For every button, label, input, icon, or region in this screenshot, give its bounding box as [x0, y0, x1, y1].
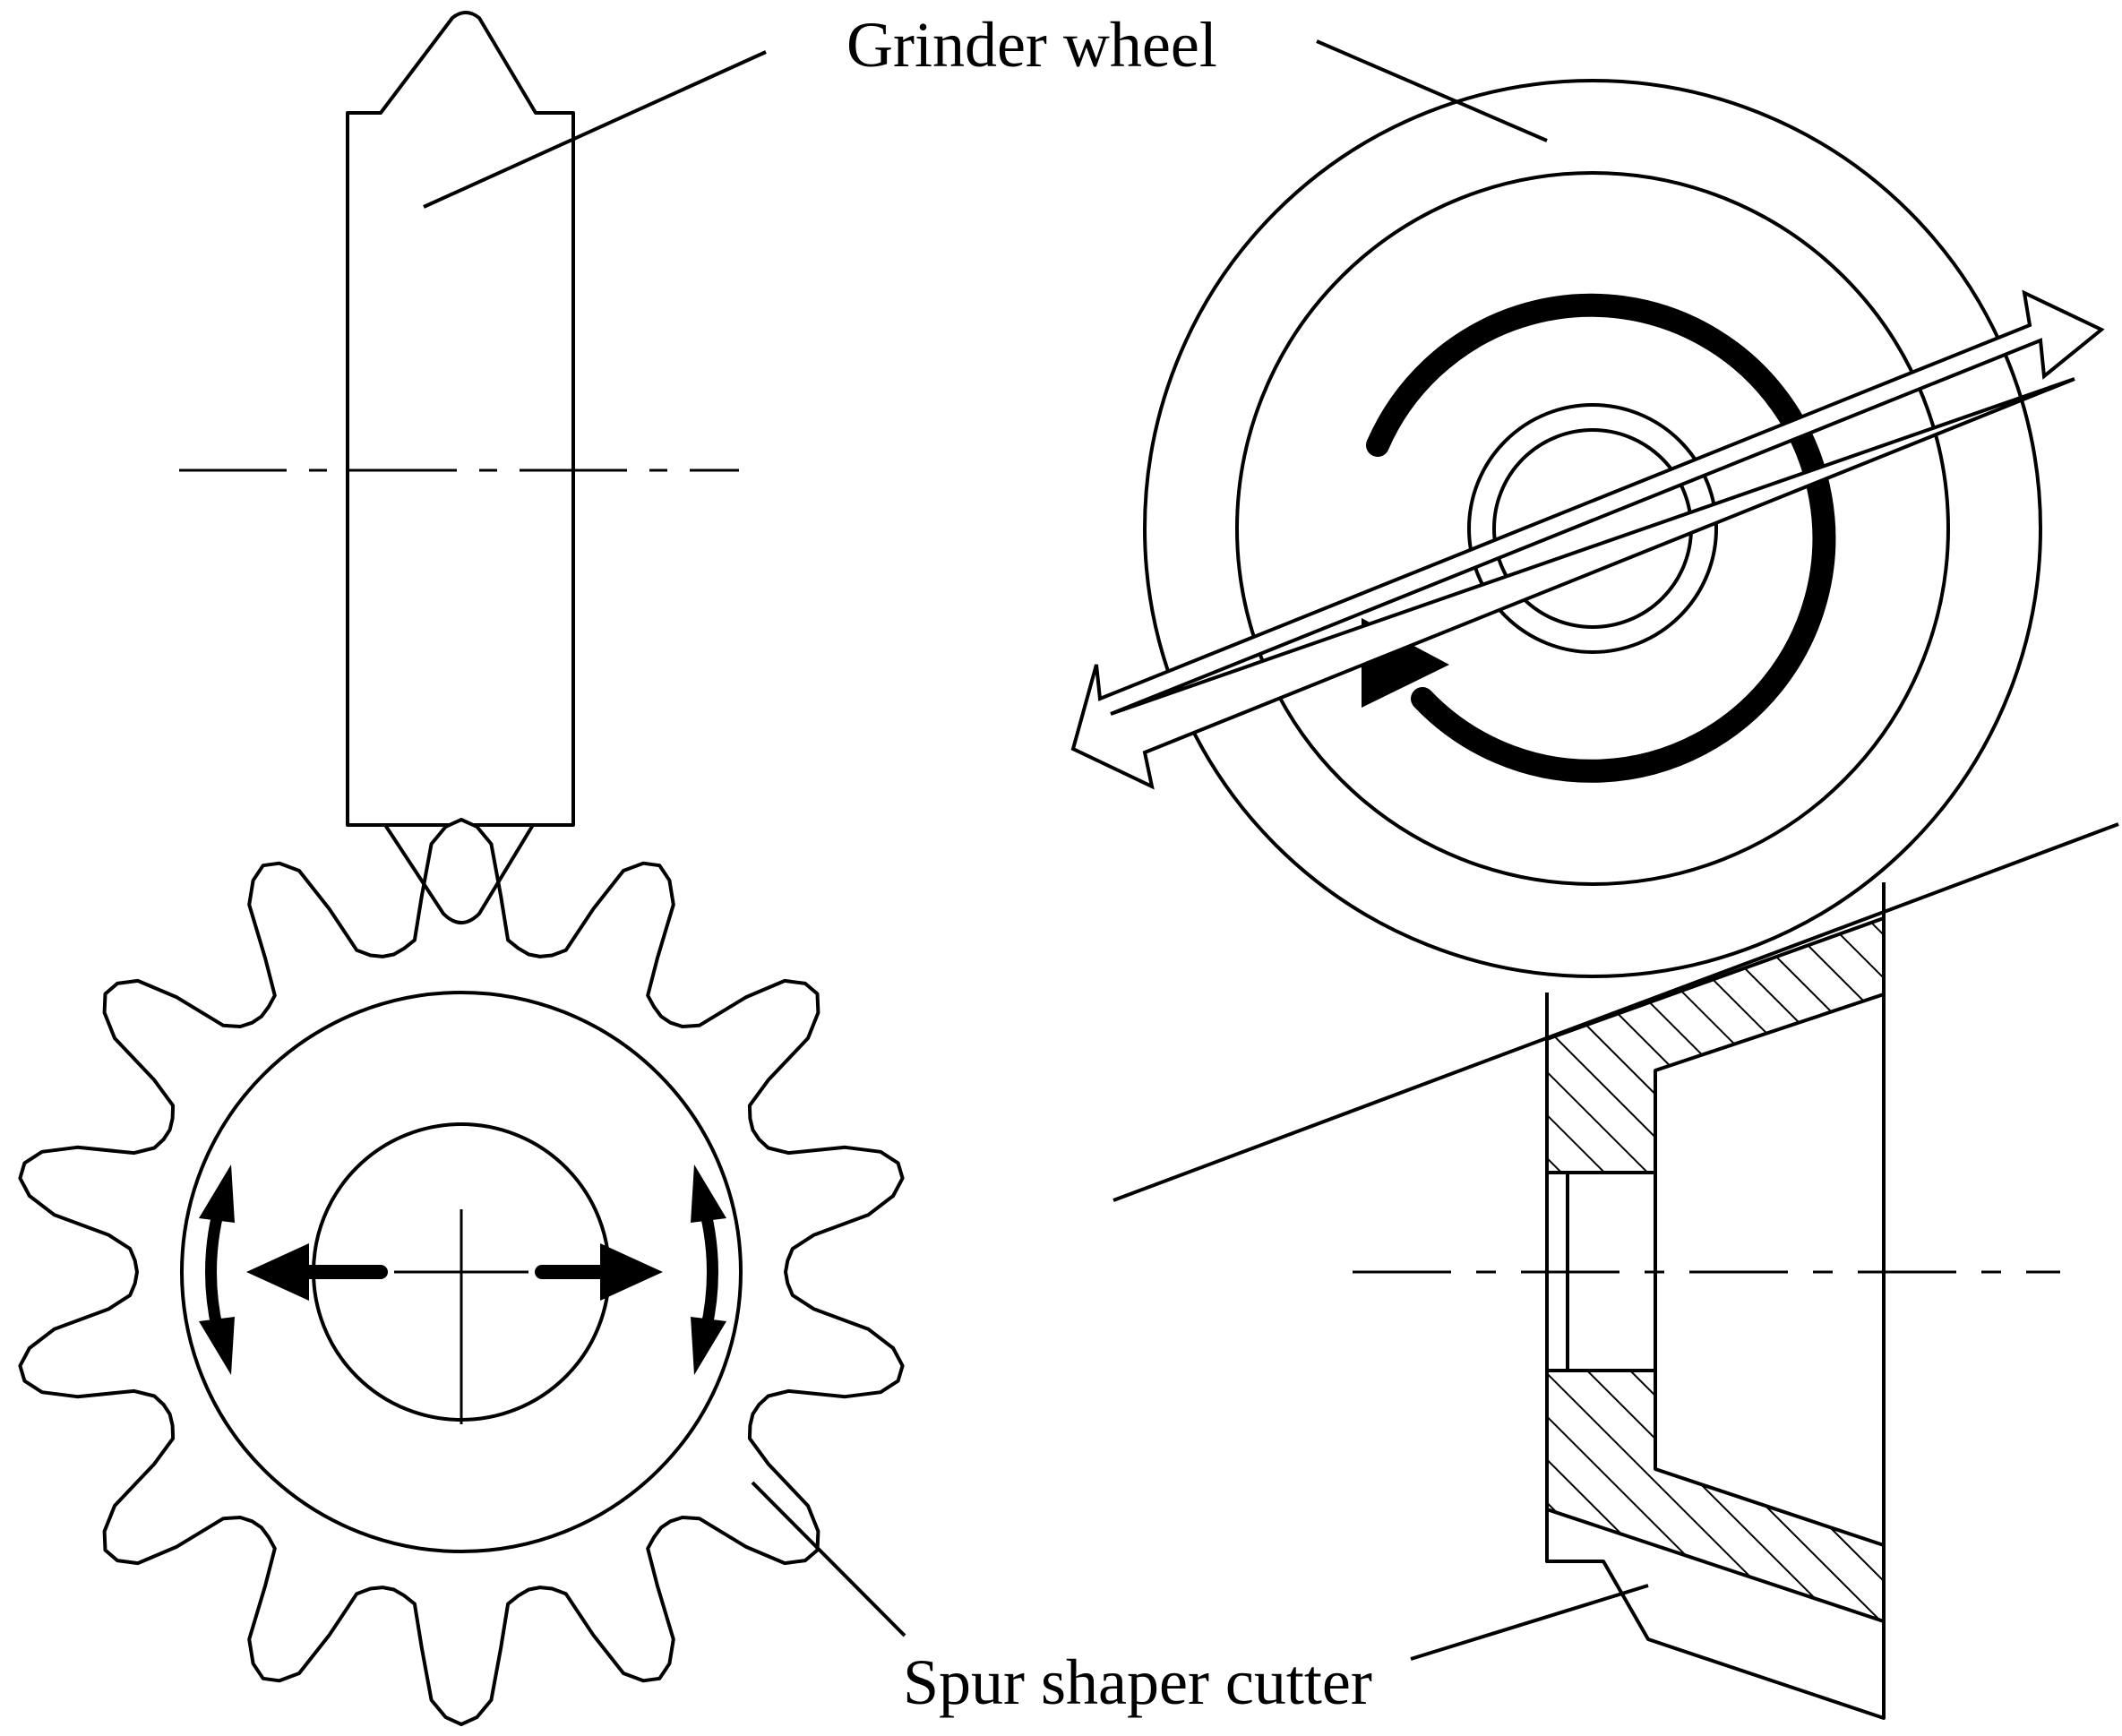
wheel-cutter-tangent-line: [1113, 822, 2119, 1202]
wheel-tip-mesh-lines: [348, 823, 573, 924]
shaper-cutter-section: [1545, 882, 1886, 1720]
grinder-wheel-label: Grinder wheel: [846, 9, 1217, 81]
right-grinder-wheel: [1143, 79, 2042, 978]
spur-shaper-cutter-label: Spur shaper cutter: [903, 1646, 1372, 1718]
gear-rotation-arrows: [199, 1164, 726, 1375]
leader-lines: [423, 39, 1649, 1661]
radial-feed-arrows: [246, 1243, 663, 1301]
wheel-axis-double-arrow: [1070, 289, 2105, 790]
gear-pitch-circle: [180, 991, 743, 1553]
left-grinder-wheel-section: [346, 11, 575, 827]
